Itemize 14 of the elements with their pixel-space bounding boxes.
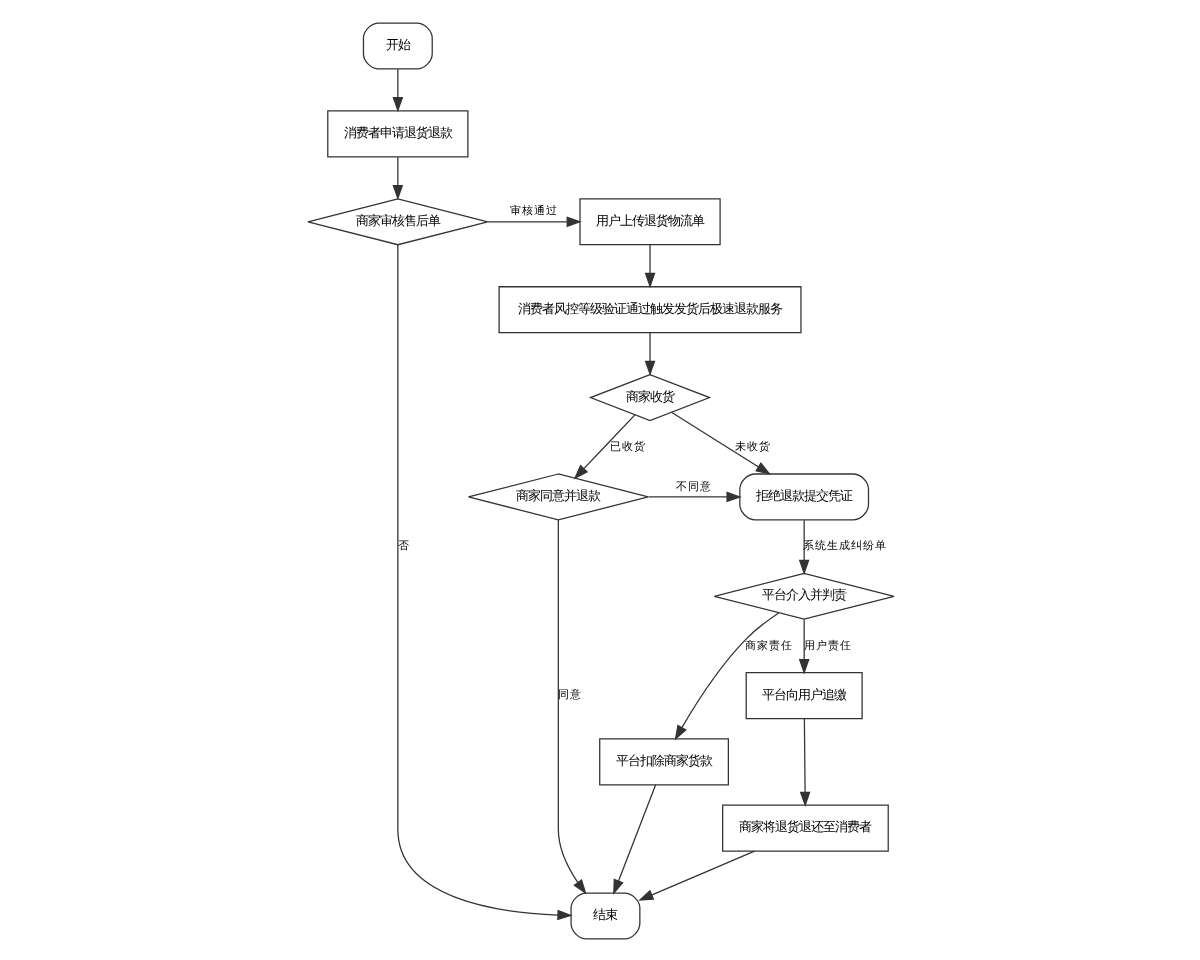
arrow <box>396 243 572 920</box>
arrow <box>798 717 810 807</box>
arrow <box>391 155 403 200</box>
arrow <box>669 410 770 474</box>
arrow <box>637 849 755 900</box>
arrow <box>572 413 635 479</box>
arrow <box>556 518 586 894</box>
arrow <box>391 67 403 112</box>
arrow <box>612 783 656 894</box>
arrow <box>646 490 741 502</box>
arrow <box>486 215 581 227</box>
arrow <box>643 331 655 376</box>
arrow <box>643 243 655 288</box>
arrow <box>673 611 779 740</box>
